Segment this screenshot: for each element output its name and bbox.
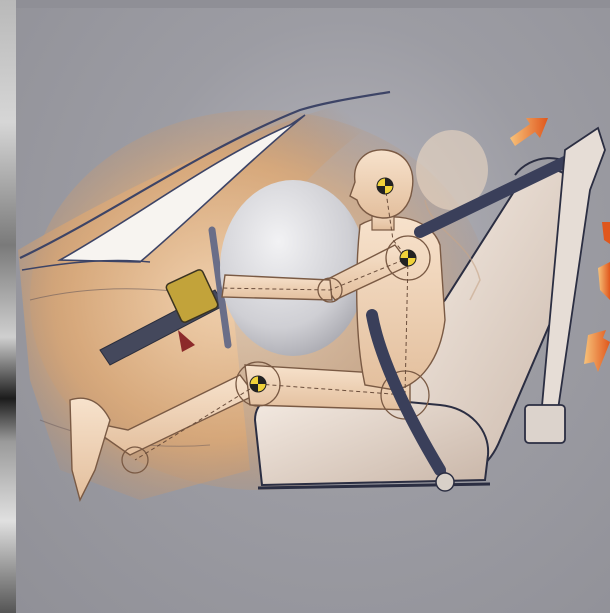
- arrow-down-left-icon: [598, 262, 610, 300]
- arrow-down-icon: [602, 222, 610, 244]
- head-marker-icon: [377, 178, 393, 194]
- arrow-up-right-icon: [510, 118, 548, 146]
- arrow-down-left-2-icon: [584, 330, 610, 372]
- knee-marker-icon: [250, 376, 266, 392]
- chest-marker-icon: [400, 250, 416, 266]
- airbag: [220, 180, 366, 356]
